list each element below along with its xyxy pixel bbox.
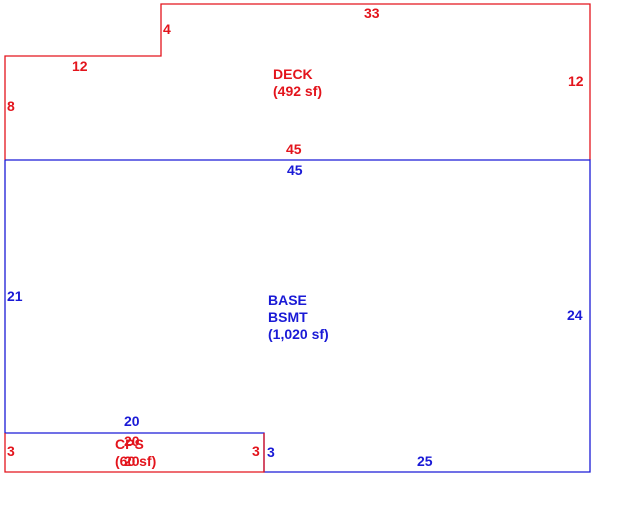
base-dim-top: 45 — [287, 162, 303, 178]
cps-dim-top: 20 — [124, 433, 140, 449]
base-dim-left: 21 — [7, 288, 23, 304]
deck-outline — [4, 3, 591, 160]
cps-outline — [4, 433, 265, 473]
base-area: (1,020 sf) — [268, 326, 329, 342]
base-name-line2: BSMT — [268, 309, 308, 325]
deck-dim-left: 8 — [7, 98, 15, 114]
cps-dim-right: 3 — [252, 443, 260, 459]
cps-name: CPS — [115, 436, 144, 452]
base-dim-notch-side: 3 — [267, 444, 275, 460]
base-dim-right: 24 — [567, 307, 583, 323]
deck-area: (492 sf) — [273, 83, 322, 99]
cps-dim-left: 3 — [7, 443, 15, 459]
deck-name: DECK — [273, 66, 313, 82]
deck-dim-step-vertical: 4 — [163, 21, 171, 37]
deck-dim-step-top: 12 — [72, 58, 88, 74]
cps-area: (60 sf) — [115, 453, 156, 469]
base-dim-bottom: 25 — [417, 453, 433, 469]
base-dim-notch-top: 20 — [124, 413, 140, 429]
deck-dim-bottom: 45 — [286, 141, 302, 157]
deck-dim-top: 33 — [364, 5, 380, 21]
base-name-line1: BASE — [268, 292, 307, 308]
deck-dim-right: 12 — [568, 73, 584, 89]
cps-dim-bottom: 20 — [124, 453, 140, 469]
